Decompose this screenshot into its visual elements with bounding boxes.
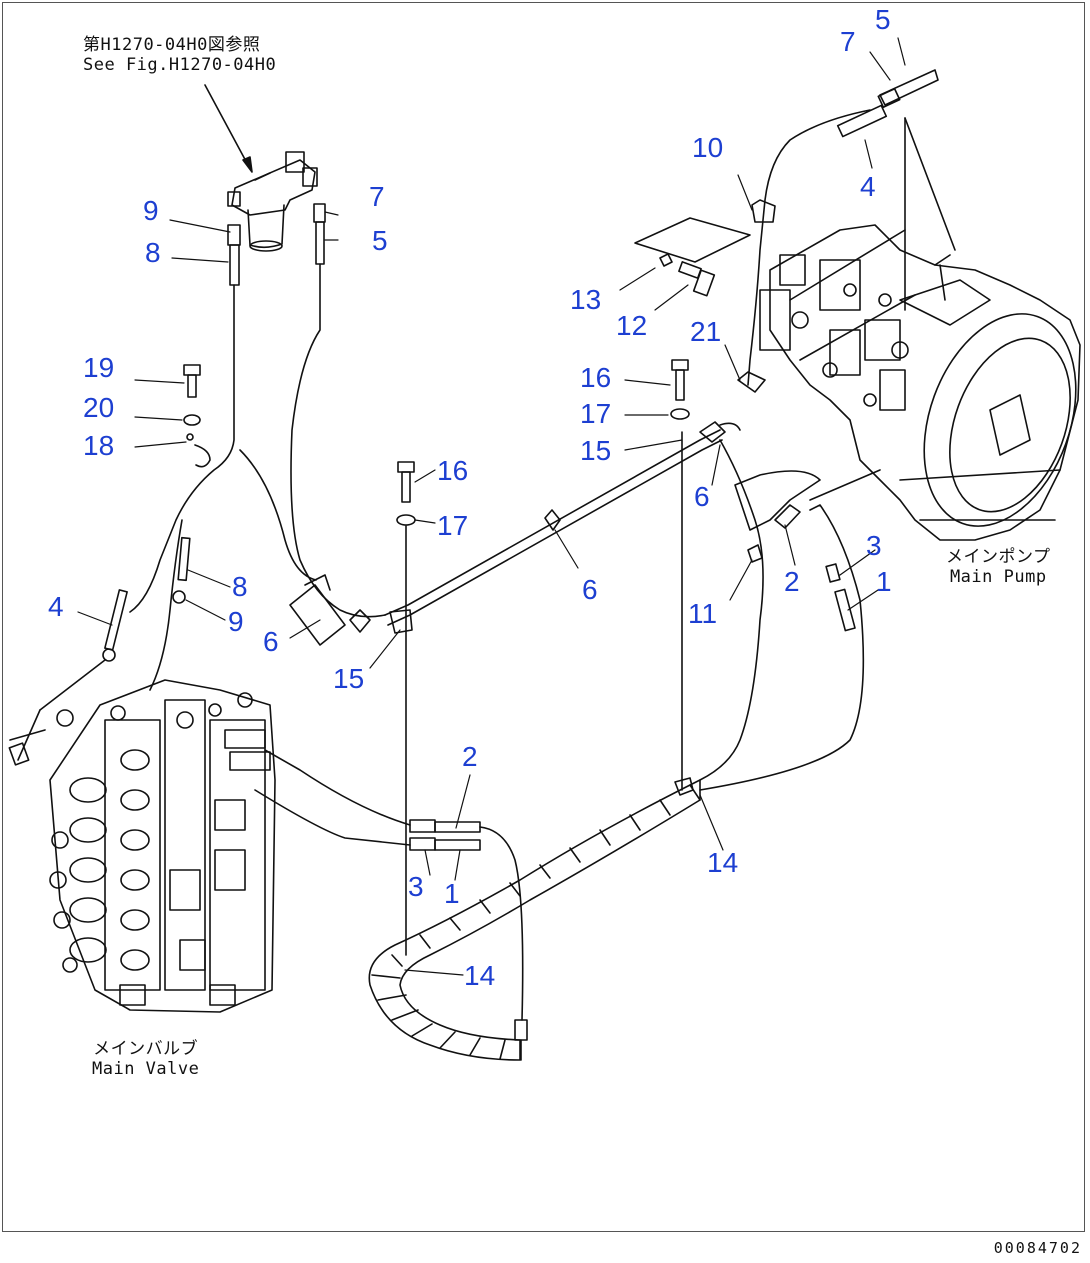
hose-sleeve: [368, 777, 701, 1061]
drawing-number: 00084702: [993, 1239, 1082, 1257]
clamp-bolt-16-17-right: [670, 359, 690, 791]
callout: 17: [580, 398, 612, 429]
callout: 15: [580, 435, 612, 466]
callout: 3: [866, 530, 882, 561]
callout: 4: [48, 591, 64, 622]
pump-hoses: [699, 69, 956, 781]
main-valve-label: メインバルブ Main Valve: [92, 1039, 200, 1079]
valve-hoses: [254, 749, 528, 1061]
filter-assembly: [227, 151, 318, 252]
bracket-plate-top: [634, 217, 751, 297]
callout: 6: [582, 574, 598, 605]
callout: 13: [570, 284, 602, 315]
filter-hoses: [17, 203, 386, 761]
callout: 14: [464, 960, 496, 991]
callout: 5: [875, 4, 891, 35]
callout: 2: [784, 566, 800, 597]
main-pump-jp: メインポンプ: [946, 547, 1051, 567]
callout: 12: [616, 310, 648, 341]
callout: 8: [145, 237, 161, 268]
callout: 11: [688, 598, 718, 629]
callout: 5: [372, 225, 388, 256]
callout: 14: [707, 847, 739, 878]
callout: 17: [437, 510, 469, 541]
callout: 3: [408, 871, 424, 902]
clamp-bolt-19-20: [183, 364, 211, 468]
callout: 6: [263, 626, 279, 657]
reference-jp: 第H1270-04H0図参照: [83, 35, 261, 55]
callout: 10: [692, 132, 724, 163]
main-tube-assembly: [304, 421, 741, 634]
main-valve-en: Main Valve: [92, 1058, 200, 1079]
callout: 9: [228, 606, 244, 637]
callout: 2: [462, 741, 478, 772]
callout: 7: [840, 26, 856, 57]
callout: 16: [580, 362, 612, 393]
main-pump-drawing: [759, 224, 1081, 541]
callout: 9: [143, 195, 159, 226]
main-pump-en: Main Pump: [949, 566, 1047, 587]
callout: 20: [83, 392, 115, 423]
reference-leader: [204, 84, 253, 173]
callout: 7: [369, 181, 385, 212]
callout: 1: [444, 878, 460, 909]
callout: 16: [437, 455, 469, 486]
main-valve-drawing: [8, 679, 276, 1013]
reference-en: See Fig.H1270-04H0: [83, 54, 277, 75]
reference-note: 第H1270-04H0図参照 See Fig.H1270-04H0: [83, 35, 277, 75]
main-pump-label: メインポンプ Main Pump: [946, 547, 1051, 587]
callout: 4: [860, 171, 876, 202]
callout: 15: [333, 663, 365, 694]
callout: 18: [83, 430, 115, 461]
main-valve-jp: メインバルブ: [93, 1039, 199, 1059]
callout: 8: [232, 571, 248, 602]
callout: 19: [83, 352, 115, 383]
callout: 1: [876, 566, 892, 597]
leader-lines: [77, 37, 906, 976]
bracket-plate-left: [289, 584, 346, 646]
callout: 21: [690, 316, 722, 347]
callout: 6: [694, 481, 710, 512]
pump-hose-group: [699, 469, 881, 791]
